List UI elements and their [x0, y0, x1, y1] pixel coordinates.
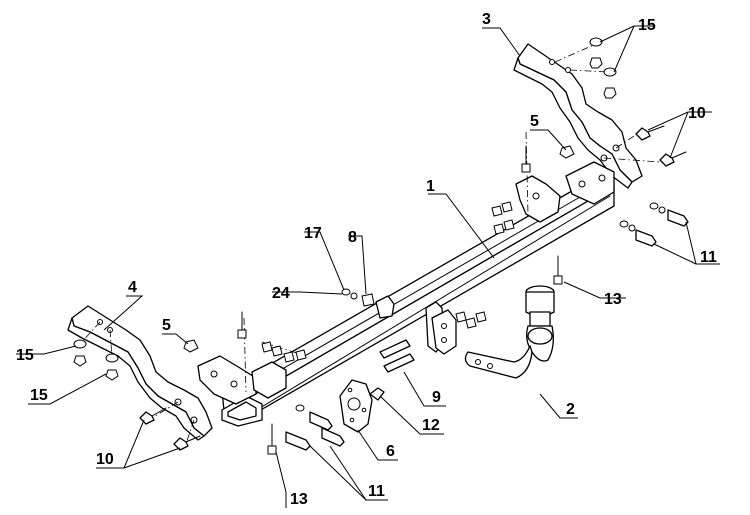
callout-6: 6 — [386, 443, 395, 460]
callout-11-right: 11 — [700, 249, 717, 266]
callout-13-left: 13 — [290, 491, 308, 508]
socket-plate — [339, 379, 373, 433]
callout-15-left-bottom: 15 — [30, 387, 48, 404]
callout-8: 8 — [348, 229, 357, 246]
callout-2: 2 — [566, 401, 575, 418]
callout-24: 24 — [272, 285, 290, 302]
callout-5-left: 5 — [162, 317, 171, 334]
callout-labels: 1 2 3 4 5 5 6 8 9 10 10 11 11 12 13 13 1… — [16, 11, 717, 508]
callout-4: 4 — [128, 279, 137, 296]
callout-13-right: 13 — [604, 291, 622, 308]
callout-15-right: 15 — [638, 17, 656, 34]
callout-5-right: 5 — [530, 113, 539, 130]
callout-12: 12 — [422, 417, 440, 434]
left-bracket — [67, 305, 213, 445]
callout-17: 17 — [304, 225, 322, 242]
leader-lines — [16, 25, 720, 508]
callout-10-left: 10 — [96, 451, 114, 468]
callout-15-left-top: 15 — [16, 347, 34, 364]
callout-3: 3 — [482, 11, 491, 28]
callout-10-right: 10 — [688, 105, 706, 122]
right-mount-plate — [515, 131, 615, 223]
center-plates — [375, 295, 457, 355]
callout-1: 1 — [426, 178, 435, 195]
fasteners — [73, 37, 689, 455]
left-mount-plate — [197, 317, 301, 405]
callout-11-left: 11 — [368, 483, 385, 500]
right-bracket — [513, 43, 661, 189]
ball-neck — [464, 285, 555, 379]
callout-9: 9 — [432, 389, 441, 406]
